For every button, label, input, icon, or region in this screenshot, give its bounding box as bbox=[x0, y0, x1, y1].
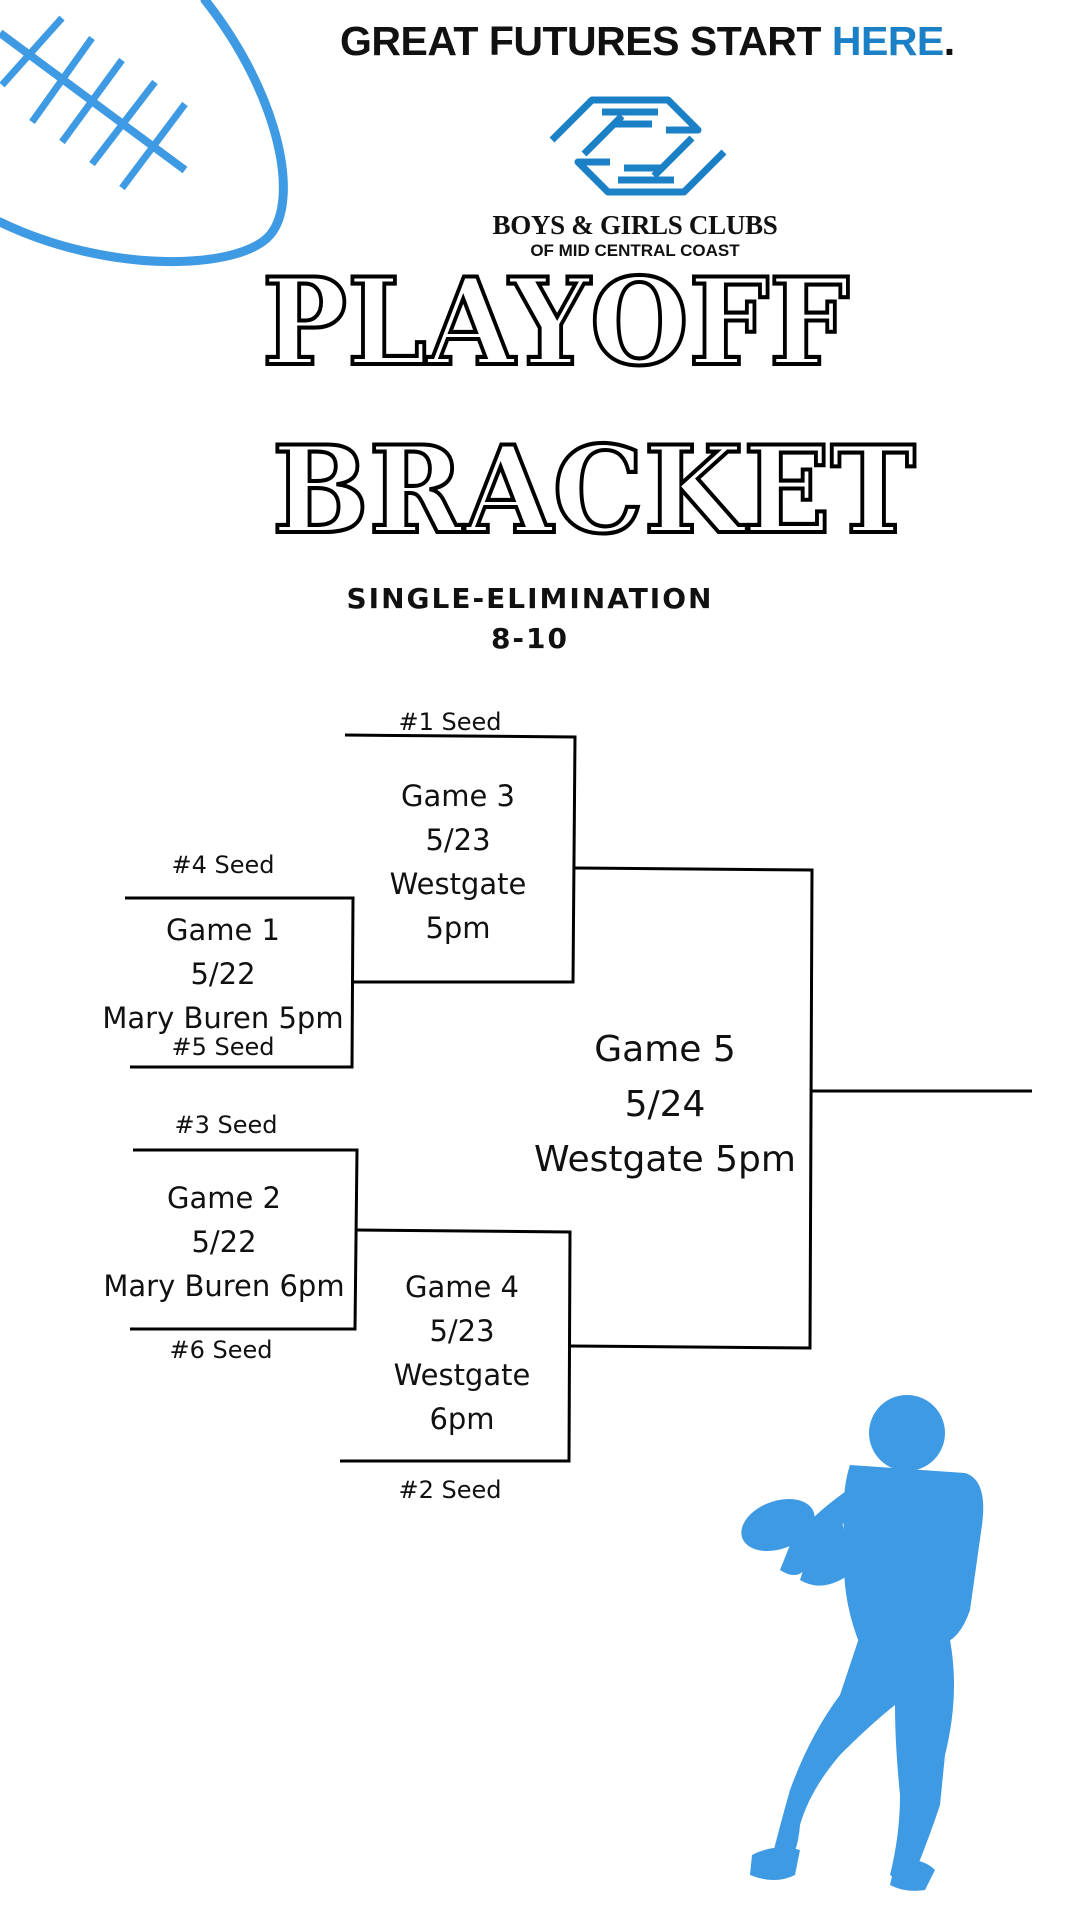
game-3-title: Game 3 bbox=[400, 779, 515, 813]
game-2-date: 5/22 bbox=[191, 1225, 257, 1259]
clasped-hands-logo-icon bbox=[549, 96, 727, 196]
seed-5-label: #5 Seed bbox=[171, 1033, 275, 1061]
game-3-venue: Westgate bbox=[389, 867, 527, 901]
game-4-title: Game 4 bbox=[404, 1270, 519, 1304]
game-1-venue-time: Mary Buren 5pm bbox=[102, 1001, 344, 1035]
quarterback-silhouette-icon bbox=[741, 1395, 984, 1891]
age-group: 8-10 bbox=[490, 622, 570, 655]
game-3-bracket-line bbox=[344, 733, 577, 984]
game-2-card: Game 2 5/22 Mary Buren 6pm bbox=[74, 1176, 374, 1308]
game-2-title: Game 2 bbox=[166, 1181, 281, 1215]
game-1-title: Game 1 bbox=[165, 913, 280, 947]
game-3-date: 5/23 bbox=[425, 823, 491, 857]
tagline-dot: . bbox=[943, 18, 955, 64]
seed-3-label: #3 Seed bbox=[174, 1111, 278, 1139]
title-line-1: PLAYOFF bbox=[260, 250, 851, 393]
seed-4-label: #4 Seed bbox=[171, 851, 275, 879]
tagline-accent: HERE bbox=[831, 18, 944, 64]
game-2-bracket-line bbox=[130, 1148, 359, 1331]
seed-6-label: #6 Seed bbox=[169, 1336, 273, 1364]
game-4-date: 5/23 bbox=[429, 1314, 495, 1348]
bracket-format: SINGLE-ELIMINATION bbox=[346, 582, 714, 615]
org-subtitle: OF MID CENTRAL COAST bbox=[530, 241, 740, 260]
game-5-title: Game 5 bbox=[594, 1029, 736, 1070]
seed-2-label: #2 Seed bbox=[398, 1476, 502, 1504]
title-line-2: BRACKET bbox=[270, 418, 918, 561]
game-1-date: 5/22 bbox=[190, 957, 256, 991]
game-5-bracket-line bbox=[569, 866, 814, 1350]
seed-1-label: #1 Seed bbox=[398, 708, 502, 736]
game-2-venue-time: Mary Buren 6pm bbox=[103, 1269, 345, 1303]
game-4-venue: Westgate bbox=[393, 1358, 531, 1392]
game-3-time: 5pm bbox=[425, 911, 491, 945]
game-3-card: Game 3 5/23 Westgate 5pm bbox=[358, 774, 558, 950]
game-5-card: Game 5 5/24 Westgate 5pm bbox=[515, 1022, 815, 1187]
tagline: GREAT FUTURES START HERE. bbox=[340, 18, 960, 65]
tagline-main: GREAT FUTURES START bbox=[340, 18, 832, 64]
game-4-card: Game 4 5/23 Westgate 6pm bbox=[362, 1265, 562, 1441]
game-4-time: 6pm bbox=[429, 1402, 495, 1436]
game-5-date: 5/24 bbox=[624, 1084, 706, 1125]
game-5-venue-time: Westgate 5pm bbox=[534, 1139, 796, 1180]
game-1-card: Game 1 5/22 Mary Buren 5pm bbox=[73, 908, 373, 1040]
org-name: BOYS & GIRLS CLUBS bbox=[492, 210, 778, 240]
game-4-bracket-line bbox=[340, 1228, 572, 1463]
org-name-block: BOYS & GIRLS CLUBS OF MID CENTRAL COAST bbox=[470, 210, 800, 260]
